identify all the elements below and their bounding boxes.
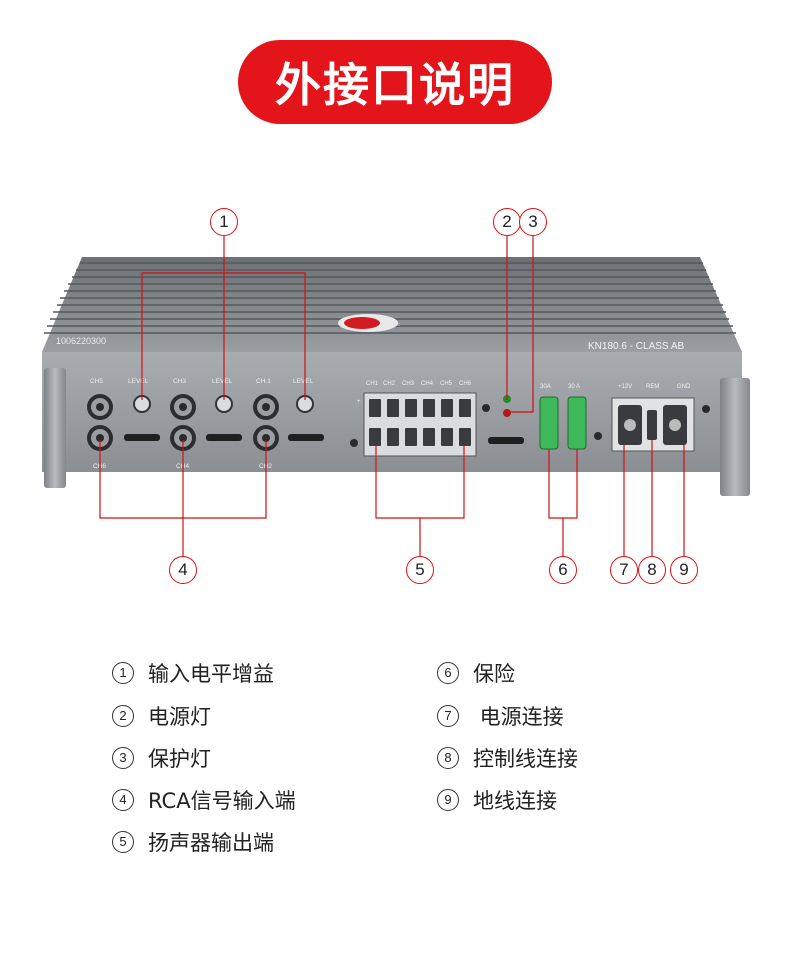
screw bbox=[482, 404, 490, 412]
legend-item: 2 电源灯 bbox=[112, 701, 211, 731]
screw bbox=[350, 439, 358, 447]
callout-1: 1 bbox=[210, 208, 238, 236]
callout-9: 9 bbox=[670, 556, 698, 584]
fuse-label-2: 30 A bbox=[568, 384, 580, 390]
label-level-3: LEVEL bbox=[293, 378, 314, 385]
rca-jack bbox=[87, 394, 113, 420]
power-label-rem: REM bbox=[646, 384, 659, 390]
rca-jack bbox=[170, 425, 196, 451]
label-ch5: CH5 bbox=[90, 378, 103, 385]
label-spk-ch5: CH5 bbox=[440, 381, 453, 387]
legend-text: 保护灯 bbox=[148, 747, 211, 771]
legend-text: 输入电平增益 bbox=[148, 662, 274, 686]
fuse-label-1: 30A bbox=[540, 384, 551, 390]
screw bbox=[702, 405, 710, 413]
legend-number: 8 bbox=[437, 747, 459, 769]
legend-item: 7 电源连接 bbox=[437, 701, 564, 731]
legend-text: 扬声器输出端 bbox=[148, 831, 274, 855]
label-spk-ch4: CH4 bbox=[421, 381, 434, 387]
legend-number: 6 bbox=[437, 662, 459, 684]
model-label: KN180.6 - CLASS AB bbox=[588, 341, 684, 352]
label-ch3: CH3 bbox=[173, 378, 186, 385]
legend-number: 2 bbox=[112, 705, 134, 727]
legend-text: 保险 bbox=[473, 662, 515, 686]
vent-slot bbox=[206, 434, 242, 441]
callout-8: 8 bbox=[638, 556, 666, 584]
label-ch1: CH.1 bbox=[256, 378, 271, 385]
terminal-rem bbox=[647, 410, 657, 440]
legend-text: 控制线连接 bbox=[473, 747, 578, 771]
vent-slot bbox=[488, 437, 524, 444]
label-level-2: LEVEL bbox=[212, 378, 233, 385]
legend-item: 3 保护灯 bbox=[112, 743, 211, 773]
legend-item: 8 控制线连接 bbox=[437, 743, 578, 773]
legend-item: 1 输入电平增益 bbox=[112, 658, 274, 688]
rca-jack bbox=[253, 425, 279, 451]
title-banner: 外接口说明 bbox=[238, 40, 552, 124]
screw bbox=[594, 432, 602, 440]
speaker-terminals bbox=[369, 399, 471, 446]
rca-jack bbox=[253, 394, 279, 420]
legend-item: 4 RCA信号输入端 bbox=[112, 785, 296, 815]
power-label-gnd: GND bbox=[677, 384, 691, 390]
speaker-terminal-block bbox=[363, 392, 477, 457]
protect-led bbox=[503, 409, 511, 417]
legend-text: 电源连接 bbox=[473, 705, 564, 729]
left-endcap bbox=[44, 368, 66, 488]
power-label-12v: +12V bbox=[618, 384, 632, 390]
legend-number: 9 bbox=[437, 789, 459, 811]
callout-3: 3 bbox=[519, 208, 547, 236]
legend-text: 地线连接 bbox=[473, 789, 557, 813]
label-spk-ch2: CH2 bbox=[383, 381, 396, 387]
legend-text: RCA信号输入端 bbox=[148, 789, 296, 813]
callout-lines bbox=[99, 236, 685, 556]
legend-item: 5 扬声器输出端 bbox=[112, 827, 274, 857]
label-spk-ch3: CH3 bbox=[402, 381, 415, 387]
minus-mark: - bbox=[357, 441, 359, 447]
callout-4: 4 bbox=[169, 556, 197, 584]
legend-number: 1 bbox=[112, 662, 134, 684]
rca-jack bbox=[87, 425, 113, 451]
legend-item: 9 地线连接 bbox=[437, 785, 557, 815]
vent-slot bbox=[288, 434, 324, 441]
legend-number: 4 bbox=[112, 789, 134, 811]
fuses bbox=[539, 396, 587, 450]
plus-mark: + bbox=[357, 399, 361, 405]
right-endcap bbox=[720, 378, 750, 496]
rca-jack bbox=[170, 394, 196, 420]
serial-number: 1006220300 bbox=[56, 336, 106, 346]
heatsink-fins bbox=[44, 262, 736, 334]
page-title: 外接口说明 bbox=[275, 58, 515, 112]
callout-7: 7 bbox=[610, 556, 638, 584]
label-level-1: LEVEL bbox=[128, 378, 149, 385]
brand-small-text: Tec bbox=[392, 322, 400, 328]
label-spk-ch1: CH1 bbox=[366, 381, 379, 387]
legend-number: 3 bbox=[112, 747, 134, 769]
callout-5: 5 bbox=[406, 556, 434, 584]
label-spk-ch6: CH6 bbox=[459, 381, 472, 387]
callout-6: 6 bbox=[549, 556, 577, 584]
legend-number: 5 bbox=[112, 831, 134, 853]
vent-slot bbox=[124, 434, 160, 441]
callout-2: 2 bbox=[493, 208, 521, 236]
rca-jacks bbox=[87, 394, 279, 451]
legend-item: 6 保险 bbox=[437, 658, 515, 688]
legend-number: 7 bbox=[437, 705, 459, 727]
legend-text: 电源灯 bbox=[148, 705, 211, 729]
